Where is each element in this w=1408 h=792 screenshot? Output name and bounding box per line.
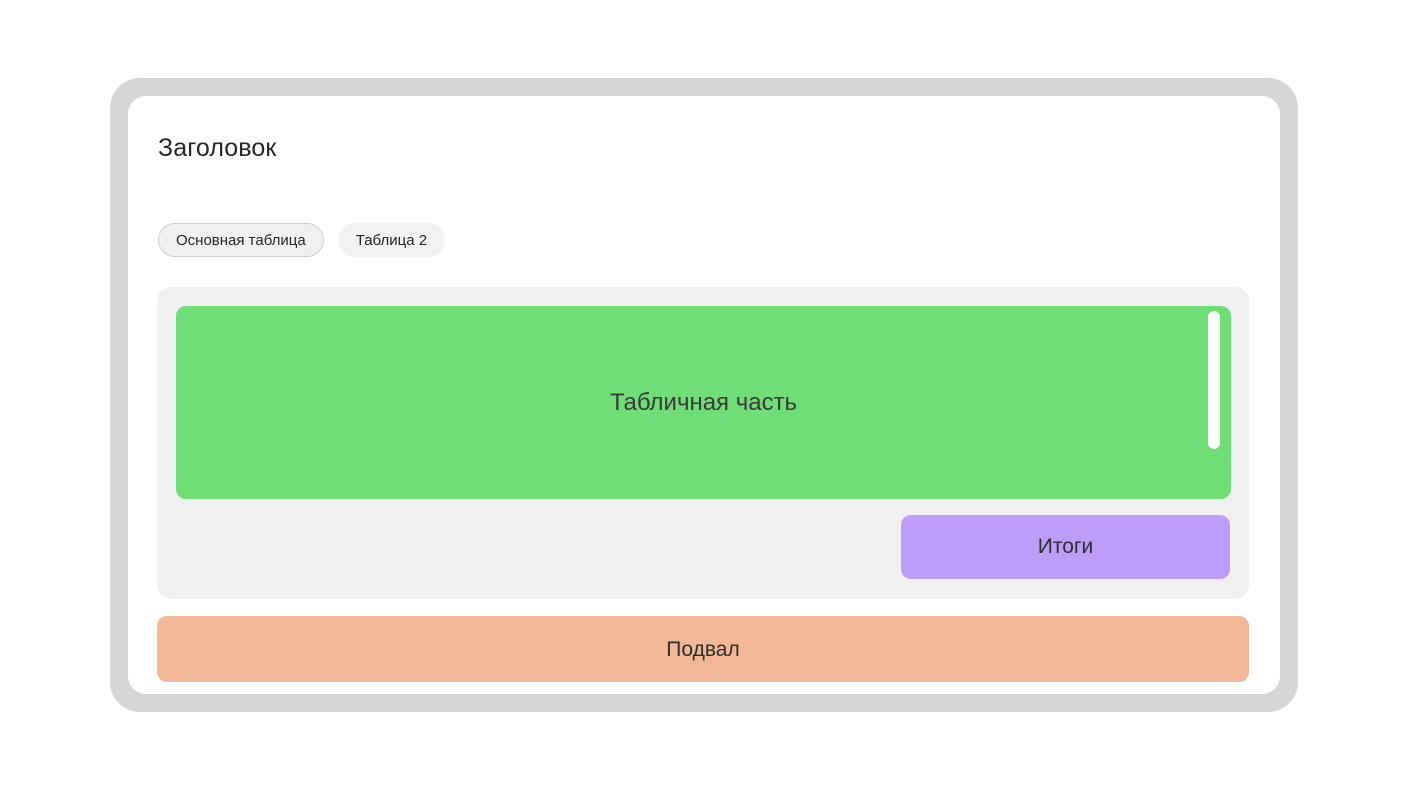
table-panel: Табличная часть Итоги — [157, 287, 1249, 599]
tabular-part-area[interactable]: Табличная часть — [176, 306, 1231, 499]
footer-area[interactable]: Подвал — [157, 616, 1249, 682]
tab-table-2-label: Таблица 2 — [355, 231, 428, 249]
tab-main-table[interactable]: Основная таблица — [158, 223, 324, 257]
tab-table-2[interactable]: Таблица 2 — [337, 223, 446, 257]
totals-row: Итоги — [176, 515, 1230, 579]
page-title: Заголовок — [158, 134, 277, 162]
footer-label: Подвал — [666, 637, 740, 661]
app-window-frame: Заголовок Основная таблица Таблица 2 Таб… — [110, 78, 1298, 712]
totals-button[interactable]: Итоги — [901, 515, 1230, 579]
vertical-scrollbar-thumb[interactable] — [1208, 311, 1220, 449]
form-card: Заголовок Основная таблица Таблица 2 Таб… — [128, 96, 1280, 694]
vertical-scrollbar[interactable] — [1208, 311, 1220, 494]
tab-bar: Основная таблица Таблица 2 — [158, 223, 446, 257]
tab-main-table-label: Основная таблица — [176, 231, 306, 249]
tabular-part-label: Табличная часть — [609, 388, 798, 416]
